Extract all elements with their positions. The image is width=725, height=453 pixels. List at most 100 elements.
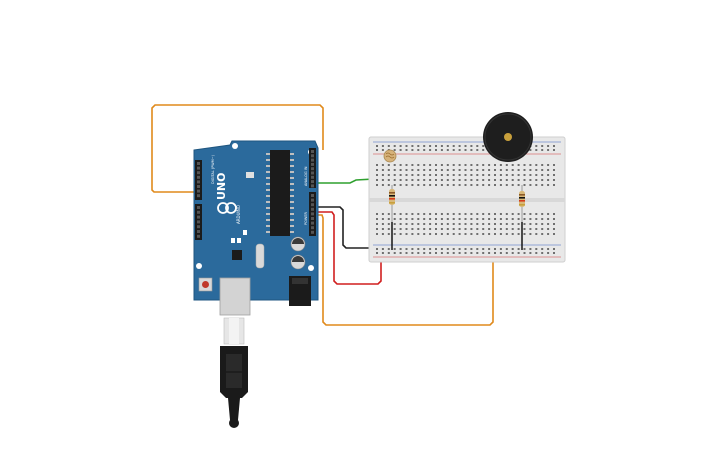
breadboard-hole[interactable] bbox=[411, 145, 414, 147]
breadboard-hole[interactable] bbox=[541, 223, 544, 225]
breadboard-hole[interactable] bbox=[529, 223, 532, 225]
red-wire[interactable] bbox=[316, 211, 382, 285]
breadboard-hole[interactable] bbox=[376, 233, 378, 235]
breadboard-hole[interactable] bbox=[376, 218, 378, 220]
breadboard-hole[interactable] bbox=[464, 223, 467, 225]
breadboard-hole[interactable] bbox=[464, 169, 467, 171]
breadboard-hole[interactable] bbox=[494, 228, 496, 230]
breadboard-hole[interactable] bbox=[411, 213, 414, 215]
breadboard-hole[interactable] bbox=[417, 174, 420, 176]
breadboard-hole[interactable] bbox=[488, 169, 491, 171]
breadboard-hole[interactable] bbox=[411, 179, 414, 181]
header-pin[interactable] bbox=[197, 220, 200, 224]
breadboard-hole[interactable] bbox=[423, 184, 426, 186]
breadboard-hole[interactable] bbox=[476, 233, 479, 235]
breadboard-hole[interactable] bbox=[440, 184, 443, 186]
breadboard-hole[interactable] bbox=[494, 213, 496, 215]
breadboard-hole[interactable] bbox=[494, 252, 496, 254]
breadboard-hole[interactable] bbox=[387, 233, 390, 235]
breadboard-hole[interactable] bbox=[499, 184, 502, 186]
header-pin[interactable] bbox=[311, 207, 314, 211]
breadboard-hole[interactable] bbox=[399, 213, 402, 215]
breadboard-hole[interactable] bbox=[429, 223, 432, 225]
breadboard-hole[interactable] bbox=[405, 233, 408, 235]
breadboard-hole[interactable] bbox=[523, 218, 526, 220]
breadboard-hole[interactable] bbox=[423, 228, 426, 230]
breadboard-hole[interactable] bbox=[535, 169, 538, 171]
breadboard-hole[interactable] bbox=[429, 149, 432, 151]
breadboard-hole[interactable] bbox=[376, 169, 378, 171]
breadboard-hole[interactable] bbox=[452, 252, 455, 254]
breadboard-hole[interactable] bbox=[482, 223, 485, 225]
breadboard-hole[interactable] bbox=[464, 145, 467, 147]
breadboard-hole[interactable] bbox=[476, 174, 479, 176]
breadboard-hole[interactable] bbox=[488, 218, 491, 220]
breadboard-hole[interactable] bbox=[553, 252, 555, 254]
breadboard-hole[interactable] bbox=[535, 174, 538, 176]
breadboard-hole[interactable] bbox=[464, 164, 467, 166]
header-pin[interactable] bbox=[197, 234, 200, 238]
breadboard-hole[interactable] bbox=[541, 248, 544, 250]
breadboard-hole[interactable] bbox=[423, 233, 426, 235]
breadboard-hole[interactable] bbox=[529, 149, 532, 151]
breadboard-hole[interactable] bbox=[482, 149, 485, 151]
breadboard-hole[interactable] bbox=[405, 248, 408, 250]
breadboard-hole[interactable] bbox=[393, 228, 396, 230]
breadboard-hole[interactable] bbox=[440, 233, 443, 235]
breadboard-hole[interactable] bbox=[523, 174, 526, 176]
breadboard-hole[interactable] bbox=[535, 145, 538, 147]
breadboard-hole[interactable] bbox=[482, 218, 485, 220]
orange-wire-bottom[interactable] bbox=[316, 178, 494, 326]
breadboard-hole[interactable] bbox=[435, 228, 437, 230]
breadboard-hole[interactable] bbox=[553, 248, 555, 250]
usb-cable[interactable] bbox=[220, 317, 248, 428]
breadboard-hole[interactable] bbox=[529, 228, 532, 230]
breadboard-hole[interactable] bbox=[476, 179, 479, 181]
breadboard-hole[interactable] bbox=[399, 233, 402, 235]
breadboard-hole[interactable] bbox=[387, 145, 390, 147]
breadboard-hole[interactable] bbox=[464, 149, 467, 151]
breadboard-hole[interactable] bbox=[505, 174, 508, 176]
breadboard-hole[interactable] bbox=[523, 248, 526, 250]
breadboard-hole[interactable] bbox=[387, 169, 390, 171]
breadboard-hole[interactable] bbox=[417, 164, 420, 166]
breadboard-hole[interactable] bbox=[476, 228, 479, 230]
breadboard-hole[interactable] bbox=[464, 179, 467, 181]
breadboard-hole[interactable] bbox=[505, 169, 508, 171]
breadboard-hole[interactable] bbox=[429, 228, 432, 230]
header-pin[interactable] bbox=[311, 230, 314, 234]
breadboard-hole[interactable] bbox=[452, 145, 455, 147]
breadboard-hole[interactable] bbox=[429, 145, 432, 147]
breadboard-hole[interactable] bbox=[399, 252, 402, 254]
breadboard-hole[interactable] bbox=[511, 223, 514, 225]
breadboard-hole[interactable] bbox=[458, 184, 461, 186]
breadboard-hole[interactable] bbox=[399, 174, 402, 176]
breadboard-hole[interactable] bbox=[505, 252, 508, 254]
breadboard-hole[interactable] bbox=[423, 218, 426, 220]
breadboard-hole[interactable] bbox=[458, 213, 461, 215]
breadboard-hole[interactable] bbox=[381, 149, 384, 151]
breadboard-hole[interactable] bbox=[517, 252, 520, 254]
breadboard-hole[interactable] bbox=[446, 223, 449, 225]
breadboard-hole[interactable] bbox=[458, 252, 461, 254]
breadboard-hole[interactable] bbox=[423, 248, 426, 250]
breadboard-hole[interactable] bbox=[381, 213, 384, 215]
breadboard-hole[interactable] bbox=[499, 228, 502, 230]
breadboard-hole[interactable] bbox=[440, 164, 443, 166]
breadboard-hole[interactable] bbox=[435, 169, 437, 171]
arduino-uno[interactable]: UNO ARDUINO DIGITAL (PWM~) POWER ANALOG … bbox=[193, 140, 319, 316]
breadboard-hole[interactable] bbox=[494, 164, 496, 166]
header-pin[interactable] bbox=[197, 166, 200, 170]
breadboard-hole[interactable] bbox=[499, 223, 502, 225]
breadboard-hole[interactable] bbox=[381, 218, 384, 220]
breadboard-hole[interactable] bbox=[511, 169, 514, 171]
breadboard-hole[interactable] bbox=[376, 179, 378, 181]
breadboard-hole[interactable] bbox=[429, 184, 432, 186]
breadboard-hole[interactable] bbox=[511, 228, 514, 230]
breadboard-hole[interactable] bbox=[553, 164, 555, 166]
breadboard-hole[interactable] bbox=[523, 184, 526, 186]
header-pin[interactable] bbox=[311, 150, 314, 153]
breadboard-hole[interactable] bbox=[553, 145, 555, 147]
breadboard-hole[interactable] bbox=[499, 218, 502, 220]
